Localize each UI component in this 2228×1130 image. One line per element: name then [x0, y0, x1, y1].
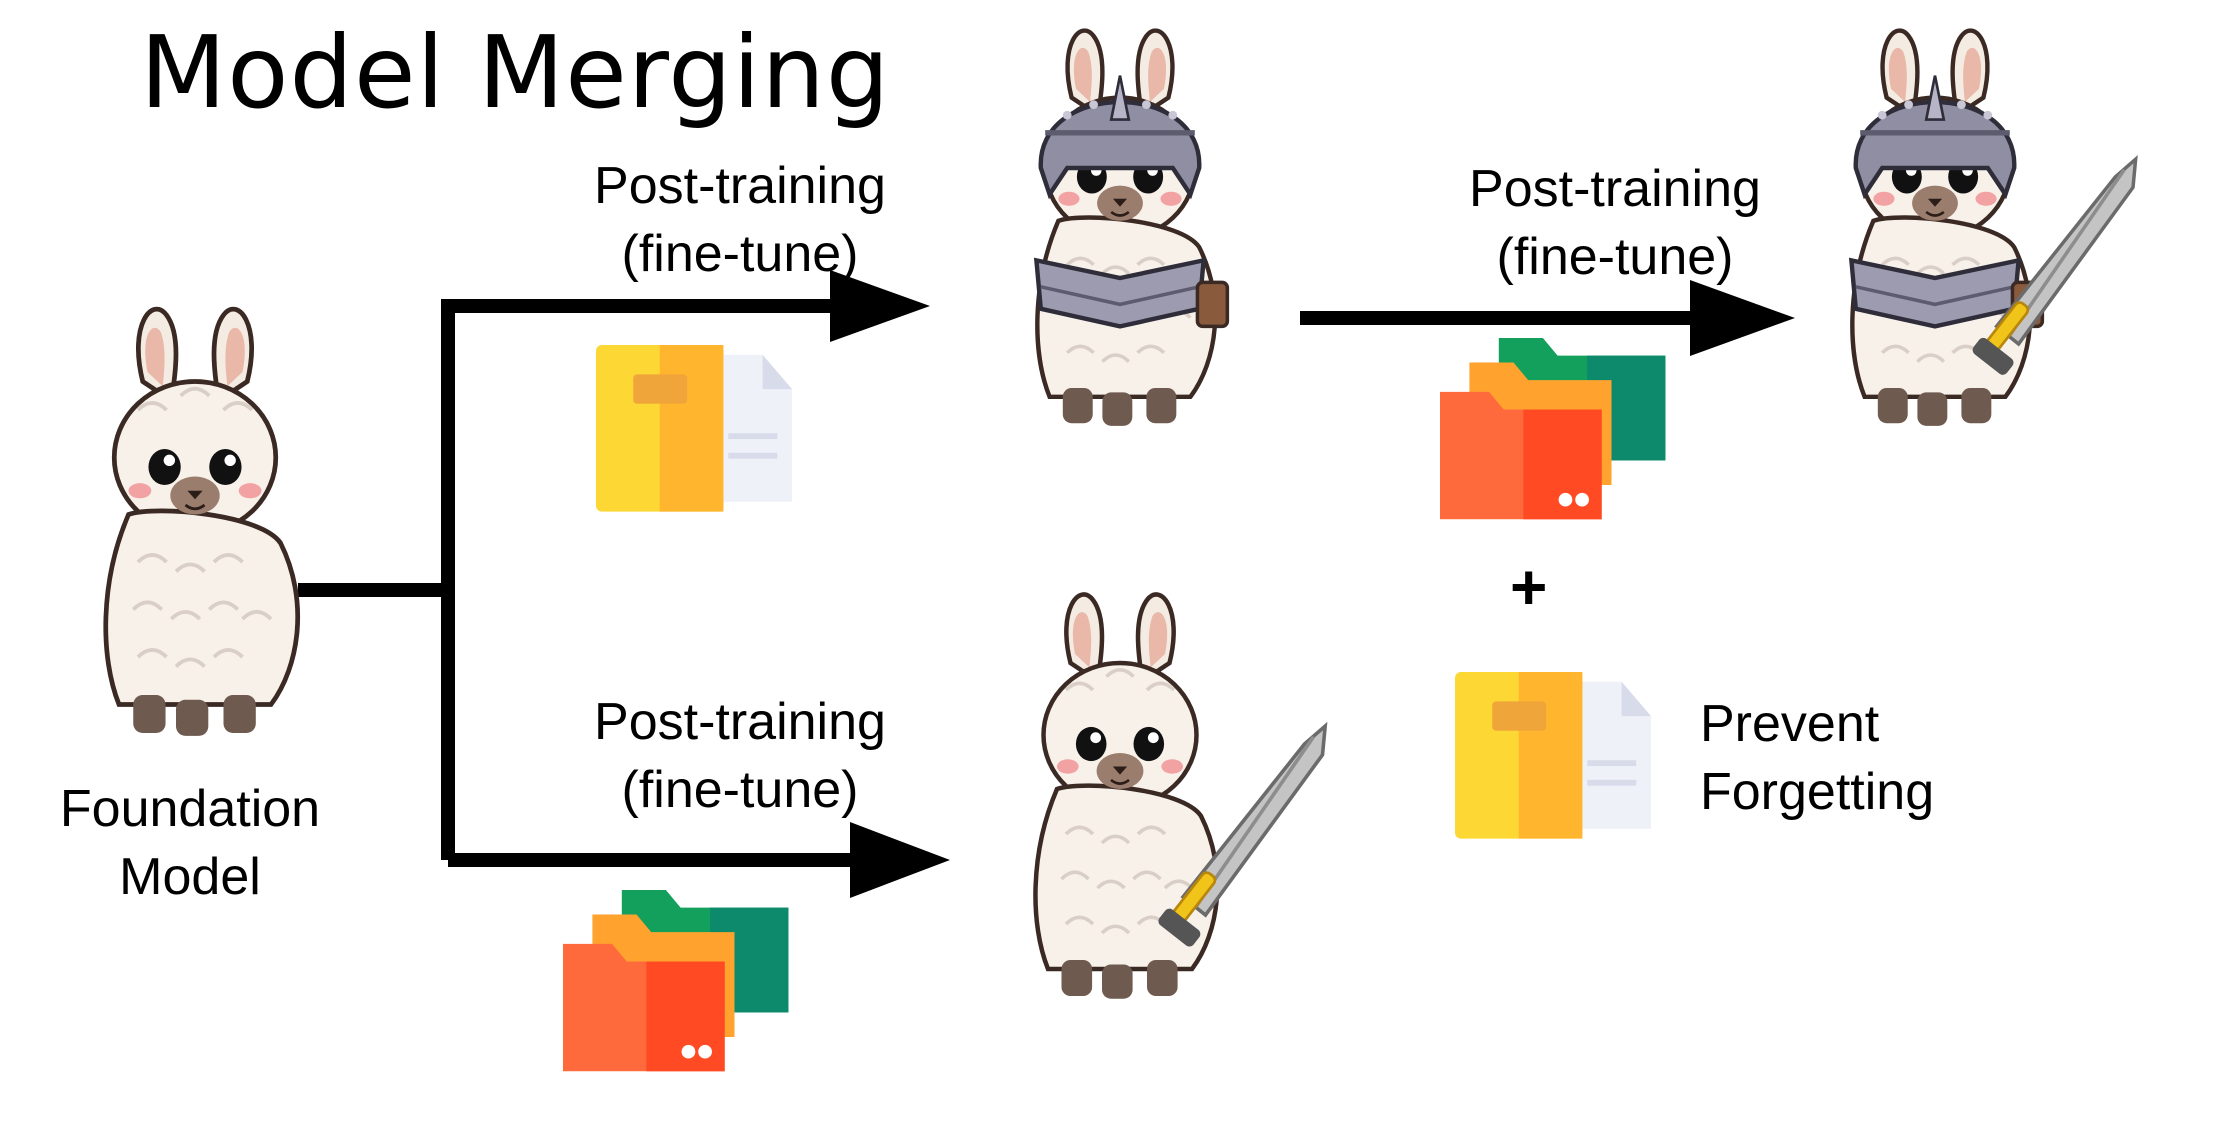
armored-sword-llama-icon	[1851, 31, 2138, 426]
label-prevent-forgetting: Prevent Forgetting	[1700, 690, 1934, 826]
label-line: Post-training	[594, 157, 886, 215]
label-line: Foundation	[59, 780, 321, 838]
label-line: (fine-tune)	[621, 225, 859, 283]
arrow-bottom	[448, 822, 950, 898]
label-post-training-bottom: Post-training (fine-tune)	[520, 688, 960, 824]
arrow-top-right	[1300, 280, 1795, 356]
label-line: (fine-tune)	[621, 761, 859, 819]
sword-llama-icon	[1035, 594, 1327, 998]
label-foundation-model: Foundation Model	[20, 775, 360, 911]
label-line: Prevent	[1700, 695, 1880, 753]
label-line: Model	[119, 848, 261, 906]
branch-connector	[298, 306, 455, 860]
folder-stack-icon	[563, 890, 789, 1072]
plus-sign: +	[1510, 551, 1548, 623]
label-line: (fine-tune)	[1496, 228, 1734, 286]
document-folder-icon	[596, 345, 792, 512]
label-line: Post-training	[594, 693, 886, 751]
folder-stack-icon	[1440, 338, 1666, 520]
llama-icon	[106, 309, 298, 736]
label-post-training-top-left: Post-training (fine-tune)	[520, 152, 960, 288]
arrow-top-left	[441, 270, 930, 342]
label-line: Post-training	[1469, 160, 1761, 218]
page-title: Model Merging	[140, 14, 891, 131]
label-line: Forgetting	[1700, 763, 1935, 821]
armored-llama-icon	[1036, 31, 1227, 426]
label-post-training-top-right: Post-training (fine-tune)	[1395, 155, 1835, 291]
document-folder-icon	[1455, 672, 1651, 839]
